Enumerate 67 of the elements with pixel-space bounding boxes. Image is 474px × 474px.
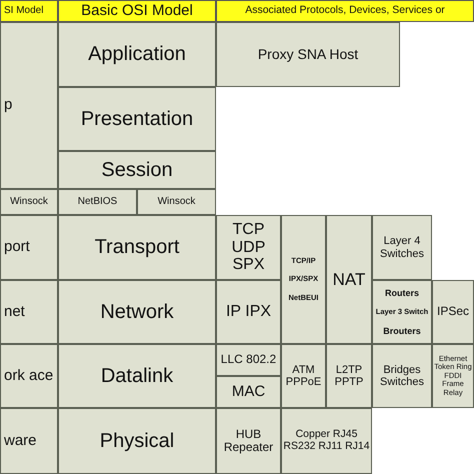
table-cell: [372, 215, 432, 280]
protocol-label: ATM PPPoE: [284, 364, 322, 388]
table-cell: [0, 344, 58, 408]
device-label: Routers: [384, 288, 419, 298]
table-cell: [432, 344, 474, 408]
header-cell: [0, 0, 58, 22]
table-cell: [58, 151, 216, 189]
device-label: Brouters: [383, 326, 421, 336]
table-cell: [0, 280, 58, 344]
protocol-label: TCP UDP SPX: [230, 220, 266, 274]
layer-group-label: p: [4, 97, 12, 114]
layer-name: Network: [100, 300, 174, 324]
column-header: Basic OSI Model: [81, 2, 193, 20]
layer-group-label: net: [4, 304, 25, 320]
api-label: NetBIOS: [78, 196, 118, 208]
layer-name: Session: [101, 158, 173, 182]
layer-group-label: ork ace: [4, 368, 54, 384]
layer-name: Application: [88, 43, 186, 66]
table-cell: [58, 408, 216, 474]
table-cell: [0, 189, 58, 215]
protocol-label: Proxy SNA Host: [258, 46, 358, 62]
header-cell: [216, 0, 474, 22]
table-cell: [216, 215, 281, 280]
table-cell: [137, 189, 216, 215]
table-cell: [432, 280, 474, 344]
layer-name: Presentation: [80, 108, 194, 130]
table-cell: [326, 344, 372, 408]
layer-group-label: port: [4, 239, 30, 256]
protocol-label: L2TP PPTP: [334, 364, 364, 388]
table-cell: [216, 280, 281, 344]
table-cell: [281, 215, 326, 344]
table-cell: [372, 344, 432, 408]
layer-name: Transport: [94, 236, 180, 259]
table-cell: [0, 215, 58, 280]
api-label: Winsock: [10, 196, 48, 208]
connector-label: Copper RJ45 RS232 RJ11 RJ14: [282, 429, 371, 453]
layer-group-label: ware: [4, 432, 37, 450]
table-cell: [58, 215, 216, 280]
table-cell: [281, 344, 326, 408]
protocol-label: IPSec: [436, 305, 469, 319]
table-cell: [0, 408, 58, 474]
api-label: Winsock: [158, 196, 196, 208]
protocol-label: IP IPX: [226, 303, 272, 321]
table-cell: [58, 344, 216, 408]
header-cell: [58, 0, 216, 22]
table-cell: [281, 408, 372, 474]
table-cell: [216, 408, 281, 474]
protocol-label: MAC: [232, 384, 266, 400]
column-header: SI Model: [4, 5, 44, 17]
column-header: Associated Protocols, Devices, Services or: [245, 5, 445, 17]
table-cell: [326, 215, 372, 344]
table-cell: [0, 22, 58, 189]
table-cell: [58, 22, 216, 87]
protocol-label: NAT: [332, 270, 366, 290]
device-label: HUB Repeater: [222, 428, 274, 454]
table-cell: [58, 280, 216, 344]
table-cell: [216, 22, 400, 87]
table-cell: [216, 344, 281, 376]
table-cell: [58, 87, 216, 151]
table-cell: [58, 189, 137, 215]
protocol-label: LLC 802.2: [220, 353, 276, 367]
device-label: Layer 4 Switches: [378, 235, 426, 260]
device-label: Bridges Switches: [378, 364, 426, 388]
table-cell: [372, 280, 432, 344]
layer-name: Physical: [100, 430, 174, 452]
layer-name: Datalink: [100, 364, 174, 388]
table-cell: [216, 376, 281, 408]
